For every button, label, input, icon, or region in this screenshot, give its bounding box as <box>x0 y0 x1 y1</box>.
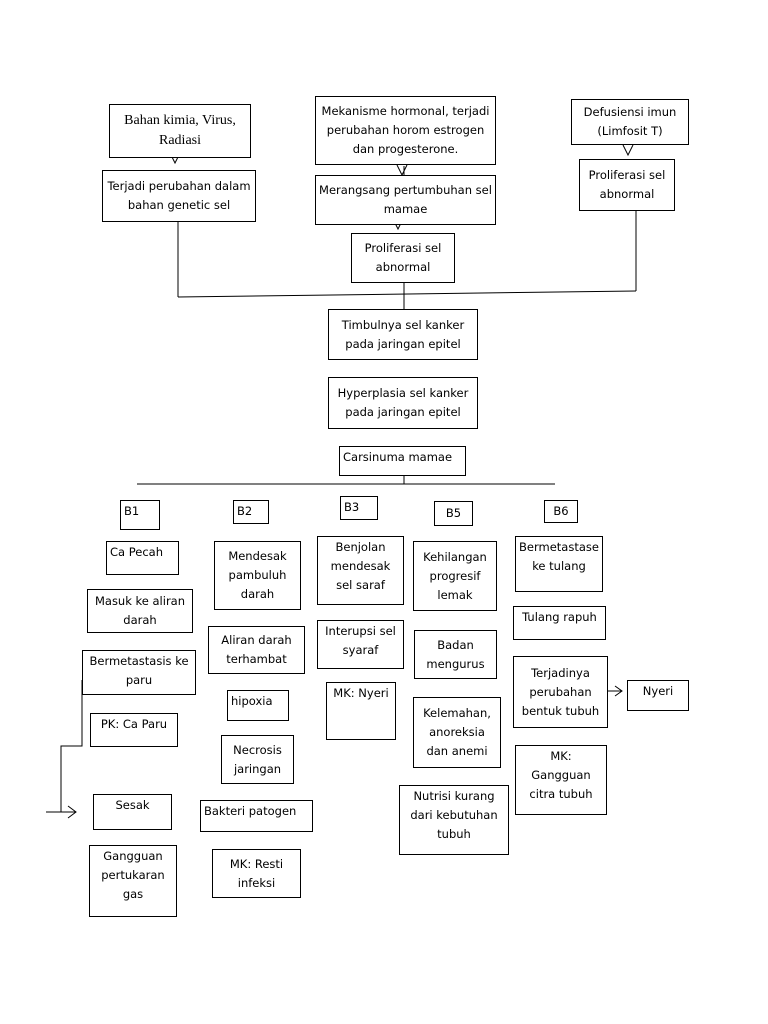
box-stimulate-growth: Merangsang pertumbuhan sel mamae <box>315 175 496 225</box>
arrow-immune-to-proliferation <box>622 144 634 157</box>
b6-bone-metastasis: Bermetastase ke tulang <box>515 536 603 592</box>
b5-nutrition: Nutrisi kurang dari kebutuhan tubuh <box>399 785 509 855</box>
b2-hipoxia: hipoxia <box>227 690 289 721</box>
box-hyperplasia: Hyperplasia sel kanker pada jaringan epi… <box>328 377 478 429</box>
arrow-nyeri-head <box>614 685 623 697</box>
b5-weight-loss: Badan mengurus <box>414 630 497 679</box>
b2-bacteria: Bakteri patogen <box>200 800 313 832</box>
label-b6: B6 <box>544 500 578 523</box>
b2-press-vessel: Mendesak pambuluh darah <box>214 541 301 610</box>
b3-lump: Benjolan mendesak sel saraf <box>317 536 404 605</box>
line-paru-to-sesak <box>60 680 83 812</box>
b1-lung-cancer: PK: Ca Paru <box>90 713 178 747</box>
b1-ca-pecah: Ca Pecah <box>106 541 179 575</box>
b2-blood-blocked: Aliran darah terhambat <box>208 626 305 674</box>
box-hormonal-mechanism: Mekanisme hormonal, terjadi perubahan ho… <box>315 96 496 165</box>
box-carcinoma: Carsinuma mamae <box>339 446 466 476</box>
b1-gas-exchange: Gangguan pertukaran gas <box>89 845 177 917</box>
box-immune-deficiency: Defusiensi imun (Limfosit T) <box>571 99 689 145</box>
box-chemical-cause: Bahan kimia, Virus, Radiasi <box>109 104 251 158</box>
line-merge-horizontal <box>177 290 637 298</box>
box-genetic-change: Terjadi perubahan dalam bahan genetic se… <box>102 170 256 222</box>
b6-body-shape-change: Terjadinya perubahan bentuk tubuh <box>513 656 608 728</box>
box-proliferation-right: Proliferasi sel abnormal <box>579 159 675 211</box>
b6-brittle-bone: Tulang rapuh <box>513 606 606 640</box>
b5-weakness: Kelemahan, anoreksia dan anemi <box>413 697 501 768</box>
label-b1: B1 <box>120 500 160 530</box>
b1-sesak: Sesak <box>93 794 172 830</box>
box-cancer-onset: Timbulnya sel kanker pada jaringan epite… <box>328 309 478 360</box>
label-b5: B5 <box>434 501 473 526</box>
b1-blood-stream: Masuk ke aliran darah <box>87 589 193 633</box>
b6-body-image: MK: Gangguan citra tubuh <box>515 745 607 815</box>
b2-necrosis: Necrosis jaringan <box>221 735 294 784</box>
label-b2: B2 <box>233 500 269 524</box>
b5-fat-loss: Kehilangan progresif lemak <box>413 541 497 611</box>
b1-lung-metastasis: Bermetastasis ke paru <box>82 650 196 695</box>
label-b3: B3 <box>340 496 378 520</box>
b3-nerve-interrupt: Interupsi sel syaraf <box>317 620 404 669</box>
b3-mk-nyeri: MK: Nyeri <box>326 682 396 740</box>
box-proliferation-center: Proliferasi sel abnormal <box>351 233 455 283</box>
b2-infection-risk: MK: Resti infeksi <box>212 849 301 898</box>
arrow-sesak-head <box>67 805 77 819</box>
b6-nyeri: Nyeri <box>627 680 689 711</box>
arrow-hormonal-to-stimulate <box>396 164 408 177</box>
